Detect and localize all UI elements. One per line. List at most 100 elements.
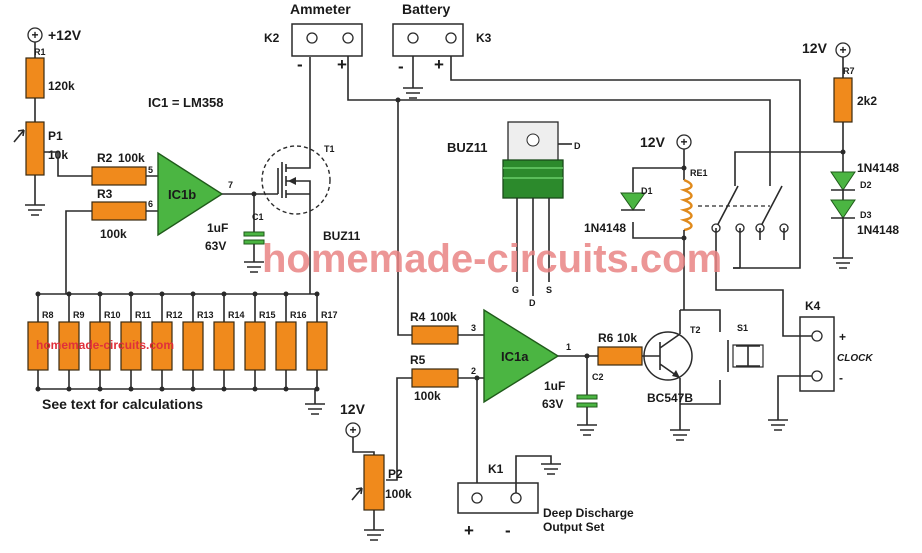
ic1a-pin-3: 3 xyxy=(471,323,476,333)
junction-dot xyxy=(283,386,289,392)
ground-symbol xyxy=(25,204,45,216)
supply-label-4: 12V xyxy=(340,401,366,417)
junction-dot xyxy=(159,291,165,297)
supply-label-2: 12V xyxy=(640,134,666,150)
resistor-r11 xyxy=(120,321,142,371)
svg-text:+: + xyxy=(349,423,356,437)
svg-text:+: + xyxy=(839,43,846,57)
c2-ref: C2 xyxy=(592,372,604,382)
mosfet-package xyxy=(502,121,572,296)
svg-text:+: + xyxy=(680,135,687,149)
d3-part: 1N4148 xyxy=(857,223,899,237)
c1-value: 1uF xyxy=(207,221,228,235)
bank-ref-r14: R14 xyxy=(228,310,245,320)
junction-dot xyxy=(190,291,196,297)
junction-dot xyxy=(252,386,258,392)
resistor-r3 xyxy=(91,201,147,221)
p2-value: 100k xyxy=(385,487,412,501)
junction-dot xyxy=(35,386,41,392)
supply-12v-p2: + xyxy=(345,422,361,438)
resistor-r16 xyxy=(275,321,297,371)
capacitor-c1 xyxy=(243,231,265,245)
bank-ref-r10: R10 xyxy=(104,310,121,320)
junction-dot xyxy=(97,291,103,297)
resistor-r8 xyxy=(27,321,49,371)
bank-ref-r8: R8 xyxy=(42,310,54,320)
bank-ref-r16: R16 xyxy=(290,310,307,320)
junction-dot xyxy=(66,386,72,392)
ic1a-pin-1: 1 xyxy=(566,342,571,352)
k2-ref: K2 xyxy=(264,31,280,45)
junction-dot xyxy=(35,291,41,297)
ic1a-label: IC1a xyxy=(501,349,529,364)
t2-part: BC547B xyxy=(647,391,693,405)
resistor-r12 xyxy=(151,321,173,371)
k1-name-1: Deep Discharge xyxy=(543,506,634,520)
k4-name: CLOCK xyxy=(837,353,873,364)
ic-note: IC1 = LM358 xyxy=(148,95,224,110)
s1-ref: S1 xyxy=(737,323,748,333)
bank-note: See text for calculations xyxy=(42,396,203,412)
p2-ref: P2 xyxy=(388,467,403,481)
supply-label-1: +12V xyxy=(48,27,82,43)
k2-minus: - xyxy=(297,55,303,74)
p1-ref: P1 xyxy=(48,129,63,143)
resistor-r14 xyxy=(213,321,235,371)
c2-value: 1uF xyxy=(544,379,565,393)
re1-ref: RE1 xyxy=(690,168,708,178)
junction-dot xyxy=(66,291,72,297)
k3-name: Battery xyxy=(402,1,450,17)
pkg-pin-d: D xyxy=(529,298,536,308)
k4-ref: K4 xyxy=(805,299,821,313)
resistor-r4 xyxy=(411,325,459,345)
svg-text:+: + xyxy=(31,28,38,42)
junction-dot xyxy=(283,291,289,297)
watermark-main: homemade-circuits.com xyxy=(262,237,722,281)
junction-dot xyxy=(128,386,134,392)
bank-ref-r11: R11 xyxy=(135,310,151,320)
ic1a-pin-2: 2 xyxy=(471,366,476,376)
resistor-r9 xyxy=(58,321,80,371)
r1-ref: R1 xyxy=(34,47,46,57)
pot-p2 xyxy=(363,454,385,511)
k2-plus: + xyxy=(337,55,347,74)
ic1b-pin-7: 7 xyxy=(228,180,233,190)
d3-ref: D3 xyxy=(860,210,872,220)
t2-ref: T2 xyxy=(690,325,701,335)
d2-ref: D2 xyxy=(860,180,872,190)
mosfet-t1-outline xyxy=(261,145,331,215)
junction-dot xyxy=(190,386,196,392)
watermark-small: homemade-circuits.com xyxy=(36,338,174,352)
r3-value: 100k xyxy=(100,227,127,241)
ic1b-pin-5: 5 xyxy=(148,165,153,175)
switch-s1 xyxy=(727,340,764,372)
resistor-r7 xyxy=(833,77,853,123)
capacitor-c2 xyxy=(576,394,598,408)
junction-dot xyxy=(97,386,103,392)
junction-dot xyxy=(252,291,258,297)
k1-name-2: Output Set xyxy=(543,520,604,534)
r5-value: 100k xyxy=(414,389,441,403)
resistor-r17 xyxy=(306,321,328,371)
pkg-tab: D xyxy=(574,141,581,151)
r6-value: 10k xyxy=(617,331,637,345)
ic1b-label: IC1b xyxy=(168,187,196,202)
c2-voltage: 63V xyxy=(542,397,563,411)
connector-k1 xyxy=(457,482,539,514)
k3-ref: K3 xyxy=(476,31,492,45)
k1-plus: + xyxy=(464,521,474,540)
k3-minus: - xyxy=(398,57,404,76)
bank-ref-r9: R9 xyxy=(73,310,85,320)
opamp-ic1a xyxy=(483,308,560,404)
r7-ref: R7 xyxy=(843,66,855,76)
k1-ref: K1 xyxy=(488,462,504,476)
k4-plus: + xyxy=(839,330,846,344)
pkg-pin-s: S xyxy=(546,285,552,295)
junction-dot xyxy=(221,291,227,297)
ic1b-pin-6: 6 xyxy=(148,199,153,209)
r6-ref: R6 xyxy=(598,331,614,345)
junction-dot xyxy=(128,291,134,297)
